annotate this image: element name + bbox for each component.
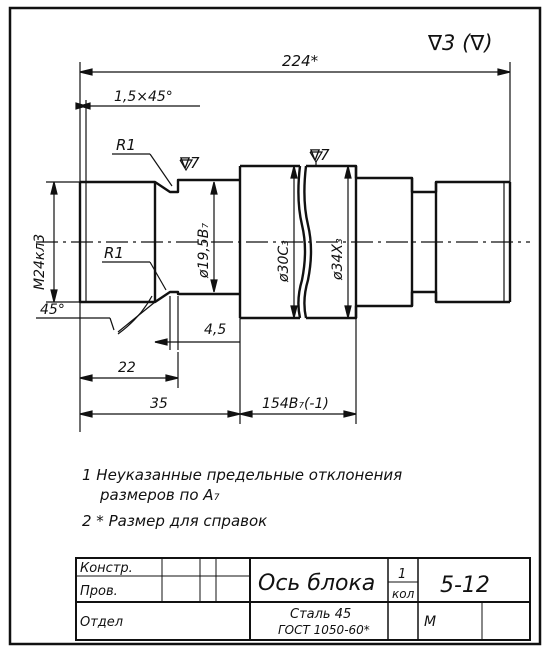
diameter-2-label: ø30С₃	[276, 240, 292, 283]
title-row-3-label: Отдел	[80, 615, 123, 630]
finish-mark-1: ∇7	[179, 154, 200, 172]
thread-label: M24кл3	[32, 234, 48, 290]
dim-35-label: 35	[150, 396, 168, 412]
diameter-1-label: ø19,5В₇	[196, 223, 212, 279]
finish-mark-2: ∇7	[309, 146, 330, 164]
title-row-2-label: Пров.	[80, 584, 118, 599]
dim-22-label: 22	[118, 360, 136, 376]
radius-top-label: R1	[116, 136, 136, 154]
material-line-2: ГОСТ 1050-60*	[278, 623, 370, 637]
sheet-frame	[8, 6, 542, 646]
chamfer-label: 1,5×45°	[114, 89, 173, 105]
angle-label: 45°	[40, 302, 65, 318]
note-1-line-1: 1 Неуказанные предельные отклонения	[82, 466, 402, 484]
quantity-value: 1	[398, 567, 406, 582]
roughness-mark: ∇3 (∇)	[427, 31, 493, 55]
scale-label: М	[424, 614, 436, 630]
overall-length-label: 224*	[282, 52, 319, 70]
note-2: 2 * Размер для справок	[82, 512, 267, 530]
dim-4-5-label: 4,5	[204, 322, 226, 338]
quantity-label: кол	[392, 587, 415, 601]
material-line-1: Сталь 45	[290, 607, 351, 622]
title-row-1-label: Констр.	[80, 561, 133, 576]
diameter-3-label: ø34Х₃	[330, 238, 346, 281]
radius-bottom-label: R1	[104, 244, 124, 262]
part-name: Ось блока	[258, 571, 375, 596]
title-block-grid	[75, 557, 531, 641]
document-number: 5-12	[440, 573, 490, 598]
dimension-lines	[36, 62, 511, 432]
note-1-line-2: размеров по А₇	[99, 486, 220, 504]
dim-154-label: 154В₇(-1)	[262, 396, 329, 412]
